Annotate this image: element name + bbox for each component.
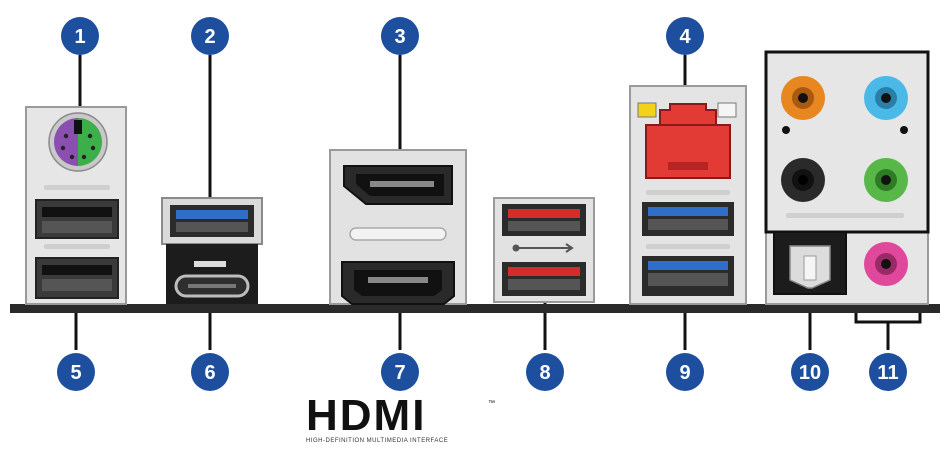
optical-spdif-port	[773, 231, 847, 295]
callout-1: 1	[61, 17, 99, 55]
audio-jack-black	[781, 158, 825, 202]
io-shield-baseline	[10, 304, 940, 313]
hdmi-logo-tm: ™	[488, 400, 495, 407]
audio-jack-light-blue	[864, 76, 908, 120]
hdmi-port	[341, 261, 455, 305]
callout-9-label: 9	[679, 362, 690, 384]
usb-typec-port	[166, 244, 258, 304]
callout-7-label: 7	[394, 362, 405, 384]
dp-hdmi-stack	[329, 149, 467, 305]
hdmi-logo-word: HDMI	[306, 391, 426, 440]
callout-7: 7	[381, 353, 419, 391]
callout-1-label: 1	[74, 26, 85, 48]
callout-10: 10	[791, 353, 829, 391]
callout-8-label: 8	[539, 362, 550, 384]
callout-10-label: 10	[799, 362, 821, 384]
callout-6-label: 6	[204, 362, 215, 384]
ps2-purple-half	[54, 118, 78, 166]
callout-2-label: 2	[204, 26, 215, 48]
audio-stack	[764, 50, 930, 305]
callout-11-label: 11	[877, 362, 898, 384]
callout-4-label: 4	[679, 26, 691, 48]
ps2-usb-stack	[25, 106, 127, 305]
callout-2: 2	[191, 17, 229, 55]
callout-5: 5	[57, 353, 95, 391]
callout-9: 9	[666, 353, 704, 391]
callout-6: 6	[191, 353, 229, 391]
lan-port	[637, 102, 737, 179]
lan-usb-stack	[629, 85, 747, 305]
ps2-green-half	[78, 118, 102, 166]
callout-3: 3	[381, 17, 419, 55]
usb-port-red-top	[502, 204, 586, 236]
audio-jack-orange	[781, 76, 825, 120]
usb-port-black-bottom	[35, 257, 119, 299]
usb-port-blue-bottom	[642, 256, 734, 296]
hdmi-logo-tagline: HIGH-DEFINITION MULTIMEDIA INTERFACE	[306, 438, 448, 444]
usb-symbol	[512, 243, 574, 253]
audio-jack-green	[864, 158, 908, 202]
ps2-port	[48, 112, 108, 172]
audio-jack-pink	[864, 242, 908, 286]
hdmi-logo: HDMI ™ HIGH-DEFINITION MULTIMEDIA INTERF…	[306, 391, 495, 444]
callout-8: 8	[526, 353, 564, 391]
callout-11: 11	[869, 353, 907, 391]
callout-4: 4	[666, 17, 704, 55]
displayport-port	[343, 165, 453, 205]
usb-port-black-top	[35, 199, 119, 239]
usb-port-blue-top	[642, 202, 734, 236]
usb-typec-stack	[161, 197, 263, 304]
usb-port-red-bottom	[502, 262, 586, 296]
usb-port-blue	[161, 197, 263, 245]
callout-3-label: 3	[394, 26, 405, 48]
callout-5-label: 5	[70, 362, 81, 384]
usb-red-stack	[493, 197, 595, 303]
